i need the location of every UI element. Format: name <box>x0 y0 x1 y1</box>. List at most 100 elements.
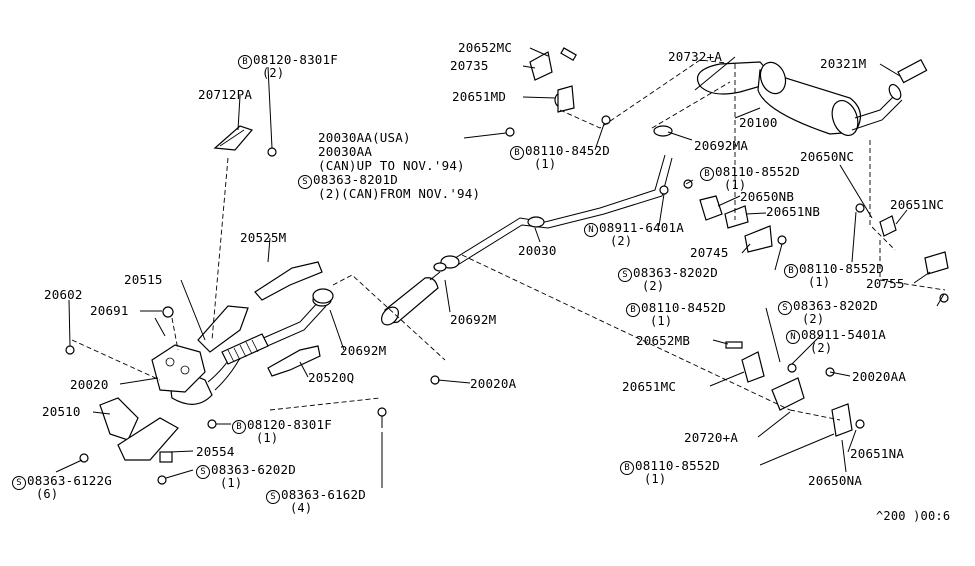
label-20692ma: 20692MA <box>694 138 749 153</box>
label-20691: 20691 <box>90 303 129 318</box>
s-symbol-icon: S <box>618 268 632 282</box>
label-20712pa: 20712PA <box>198 87 253 102</box>
label-20554: 20554 <box>196 444 235 459</box>
heat-shield-20510 <box>99 397 179 461</box>
label-20651mc: 20651MC <box>622 379 677 394</box>
n-symbol-icon: N <box>786 330 800 344</box>
qty-08911-6401a: (2) <box>610 234 633 248</box>
hanger-20651MC <box>741 351 805 411</box>
s-symbol-icon: S <box>12 476 26 490</box>
label-20650nb: 20650NB <box>740 189 795 204</box>
qty-08110-8552d-a: (1) <box>724 178 747 192</box>
label-20651na: 20651NA <box>850 446 905 461</box>
label-20692m-a: 20692M <box>450 312 497 327</box>
qty-08110-8452d-top: (1) <box>534 157 557 171</box>
label-20100: 20100 <box>739 115 778 130</box>
s-symbol-icon: S <box>778 301 792 315</box>
s-symbol-icon: S <box>266 490 280 504</box>
center-pipe-20030 <box>433 154 673 272</box>
label-can-up-to-nov94: (CAN)UP TO NOV.'94) <box>318 158 465 173</box>
label-20651nc: 20651NC <box>890 197 945 212</box>
b-symbol-icon: B <box>620 461 634 475</box>
hanger-20650NA <box>831 403 853 437</box>
label-20510: 20510 <box>42 404 81 419</box>
label-20030aa-usa: 20030AA(USA) <box>318 130 411 145</box>
label-20020a: 20020A <box>470 376 517 391</box>
b-symbol-icon: B <box>510 146 524 160</box>
qty-08911-5401a: (2) <box>810 341 833 355</box>
label-20745: 20745 <box>690 245 729 260</box>
bolts <box>65 47 949 485</box>
label-20720a: 20720+A <box>684 430 739 445</box>
b-symbol-icon: B <box>700 167 714 181</box>
leader-lines <box>55 47 945 488</box>
qty-08110-8452d-b: (1) <box>650 314 673 328</box>
b-symbol-icon: B <box>238 55 252 69</box>
label-20650na: 20650NA <box>808 473 863 488</box>
b-symbol-icon: B <box>232 420 246 434</box>
gaskets <box>312 125 673 304</box>
qty-08363-6122g: (6) <box>36 487 59 501</box>
dashed-lines <box>71 59 946 421</box>
hanger-bracket-20735 <box>529 51 575 113</box>
heat-shield-20520Q <box>267 345 321 377</box>
label-20651nb: 20651NB <box>766 204 821 219</box>
qty-08363-8202d-a: (2) <box>642 279 665 293</box>
label-20651md: 20651MD <box>452 89 507 104</box>
qty-08110-8552d-b: (1) <box>808 275 831 289</box>
muffler-20100 <box>696 61 903 137</box>
n-symbol-icon: N <box>584 223 598 237</box>
heat-shield-20525M <box>254 261 323 301</box>
diagram-code: ^200 )00:6 <box>876 509 951 523</box>
label-20650nc: 20650NC <box>800 149 855 164</box>
qty-08363-8202d-b: (2) <box>802 312 825 326</box>
label-20520q: 20520Q <box>308 370 355 385</box>
hanger-20651NB <box>699 195 749 229</box>
label-20030aa: 20030AA <box>318 144 373 159</box>
s-symbol-icon: S <box>196 465 210 479</box>
label-20652mc: 20652MC <box>458 40 513 55</box>
label-20525m: 20525M <box>240 230 287 245</box>
label-20020aa: 20020AA <box>852 369 907 384</box>
qty-08120-8301f-bot: (1) <box>256 431 279 445</box>
label-20020: 20020 <box>70 377 109 392</box>
label-20321m: 20321M <box>820 56 867 71</box>
label-20030: 20030 <box>518 243 557 258</box>
label-can-from-nov94: (2)(CAN)FROM NOV.'94) <box>318 186 481 201</box>
s-symbol-icon: S <box>298 175 312 189</box>
catalytic-converter <box>381 271 441 326</box>
bracket-20712PA <box>213 125 254 151</box>
qty-08363-6162d: (4) <box>290 501 313 515</box>
label-20732a: 20732+A <box>668 49 723 64</box>
label-20755: 20755 <box>866 276 905 291</box>
label-20735: 20735 <box>450 58 489 73</box>
b-symbol-icon: B <box>784 264 798 278</box>
label-20515: 20515 <box>124 272 163 287</box>
exhaust-manifold-20020 <box>151 317 206 393</box>
label-20602: 20602 <box>44 287 83 302</box>
qty-08110-8552d-c: (1) <box>644 472 667 486</box>
qty-08363-6202d: (1) <box>220 476 243 490</box>
qty-08120-8301f-top: (2) <box>262 66 285 80</box>
label-20692m-b: 20692M <box>340 343 387 358</box>
b-symbol-icon: B <box>626 303 640 317</box>
label-20652mb: 20652MB <box>636 333 691 348</box>
heat-shield-20515 <box>197 305 249 353</box>
hanger-20651NC <box>879 215 949 275</box>
